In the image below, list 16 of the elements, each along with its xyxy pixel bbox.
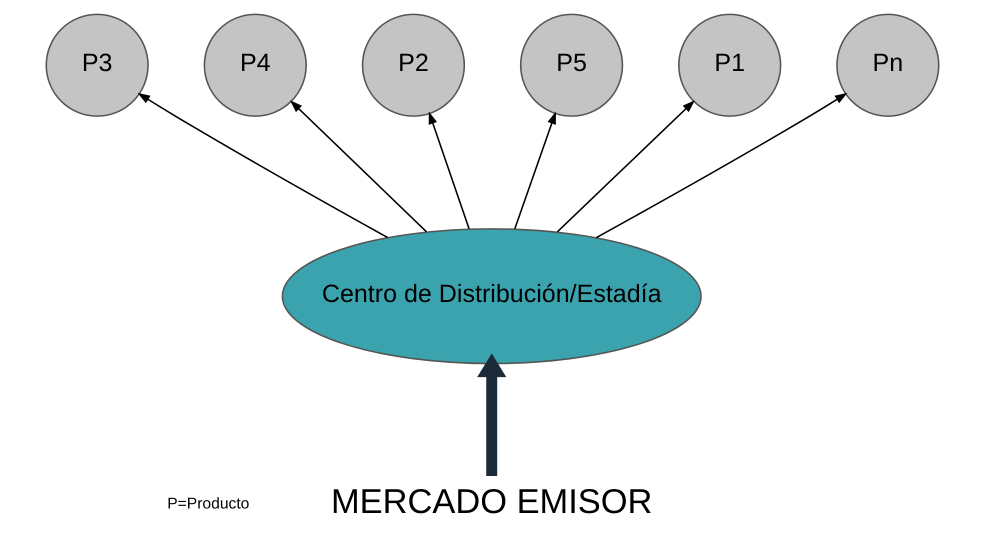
label: P=Producto — [166, 495, 249, 512]
node-ellipse: Centro de Distribución/Estadía — [281, 228, 702, 364]
node-circle: P2 — [361, 14, 465, 117]
arrow — [595, 92, 847, 238]
node-text: MERCADO EMISOR — [330, 483, 652, 522]
node-circle: P4 — [203, 14, 306, 117]
arrow — [514, 112, 556, 229]
arrow — [137, 92, 388, 238]
node-circle: P5 — [519, 14, 623, 117]
arrow — [289, 100, 427, 232]
arrow — [428, 112, 470, 229]
node-circle: P1 — [678, 14, 781, 117]
node-circle: Pn — [836, 14, 940, 117]
arrow — [476, 353, 506, 476]
node-circle: P3 — [44, 14, 148, 117]
arrow — [556, 100, 694, 232]
